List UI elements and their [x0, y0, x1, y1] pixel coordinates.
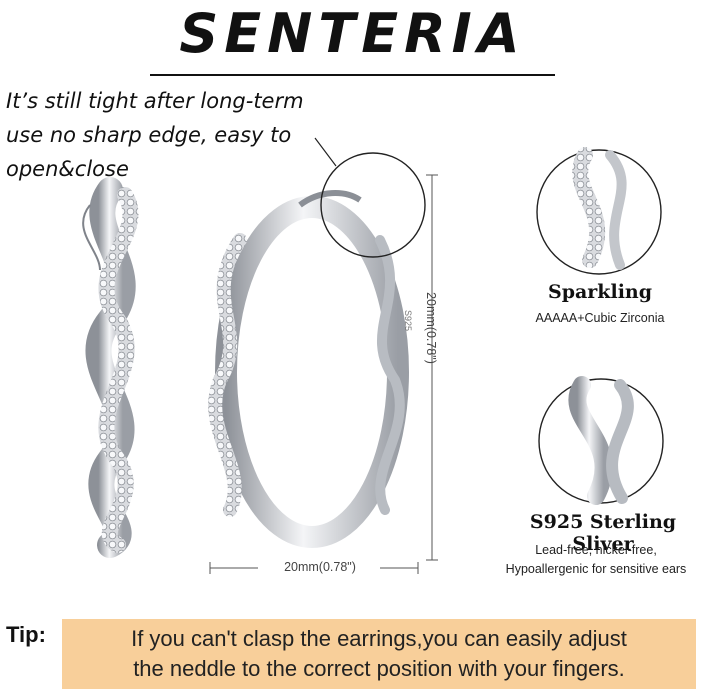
sparkling-detail [536, 147, 662, 275]
s925-stamp: S925 [403, 310, 413, 331]
silver-description: Lead-free, nickel-free, Hypoallergenic f… [486, 541, 705, 579]
callout-line: It’s still tight after long-term [6, 89, 304, 113]
silver-description-line: Hypoallergenic for sensitive ears [505, 562, 687, 576]
sparkling-title: Sparkling [547, 281, 653, 303]
brand-underline [150, 74, 555, 76]
sparkling-subtitle-text: AAAAA+Cubic Zirconia [535, 311, 665, 325]
brand-logo: SENTERIA [179, 2, 526, 65]
callout-pointer [314, 137, 337, 167]
callout-line: use no sharp edge, easy to [6, 123, 292, 147]
tip-line: the neddle to the correct position with … [133, 656, 625, 681]
tip-line: If you can't clasp the earrings,you can … [131, 626, 627, 651]
height-dimension-label: 20mm(0.78") [424, 292, 438, 364]
tip-box [62, 619, 696, 689]
tip-text: If you can't clasp the earrings,you can … [62, 624, 696, 684]
sparkling-subtitle: AAAAA+Cubic Zirconia [490, 309, 705, 328]
hoop-front-view: S925 [208, 190, 413, 548]
silver-detail [538, 376, 664, 505]
clasp-callout: It’s still tight after long-term use no … [6, 84, 326, 186]
silver-description-line: Lead-free, nickel-free, [535, 543, 657, 557]
silver-title: S925 Sterling Sliver [529, 511, 677, 555]
tip-label: Tip: [6, 622, 46, 647]
side-view-earring [82, 177, 139, 558]
callout-line: open&close [6, 157, 129, 181]
width-dimension-label: 20mm(0.78") [284, 560, 356, 574]
clasp-detail-circle [320, 152, 426, 258]
dimension-lines [209, 174, 438, 574]
